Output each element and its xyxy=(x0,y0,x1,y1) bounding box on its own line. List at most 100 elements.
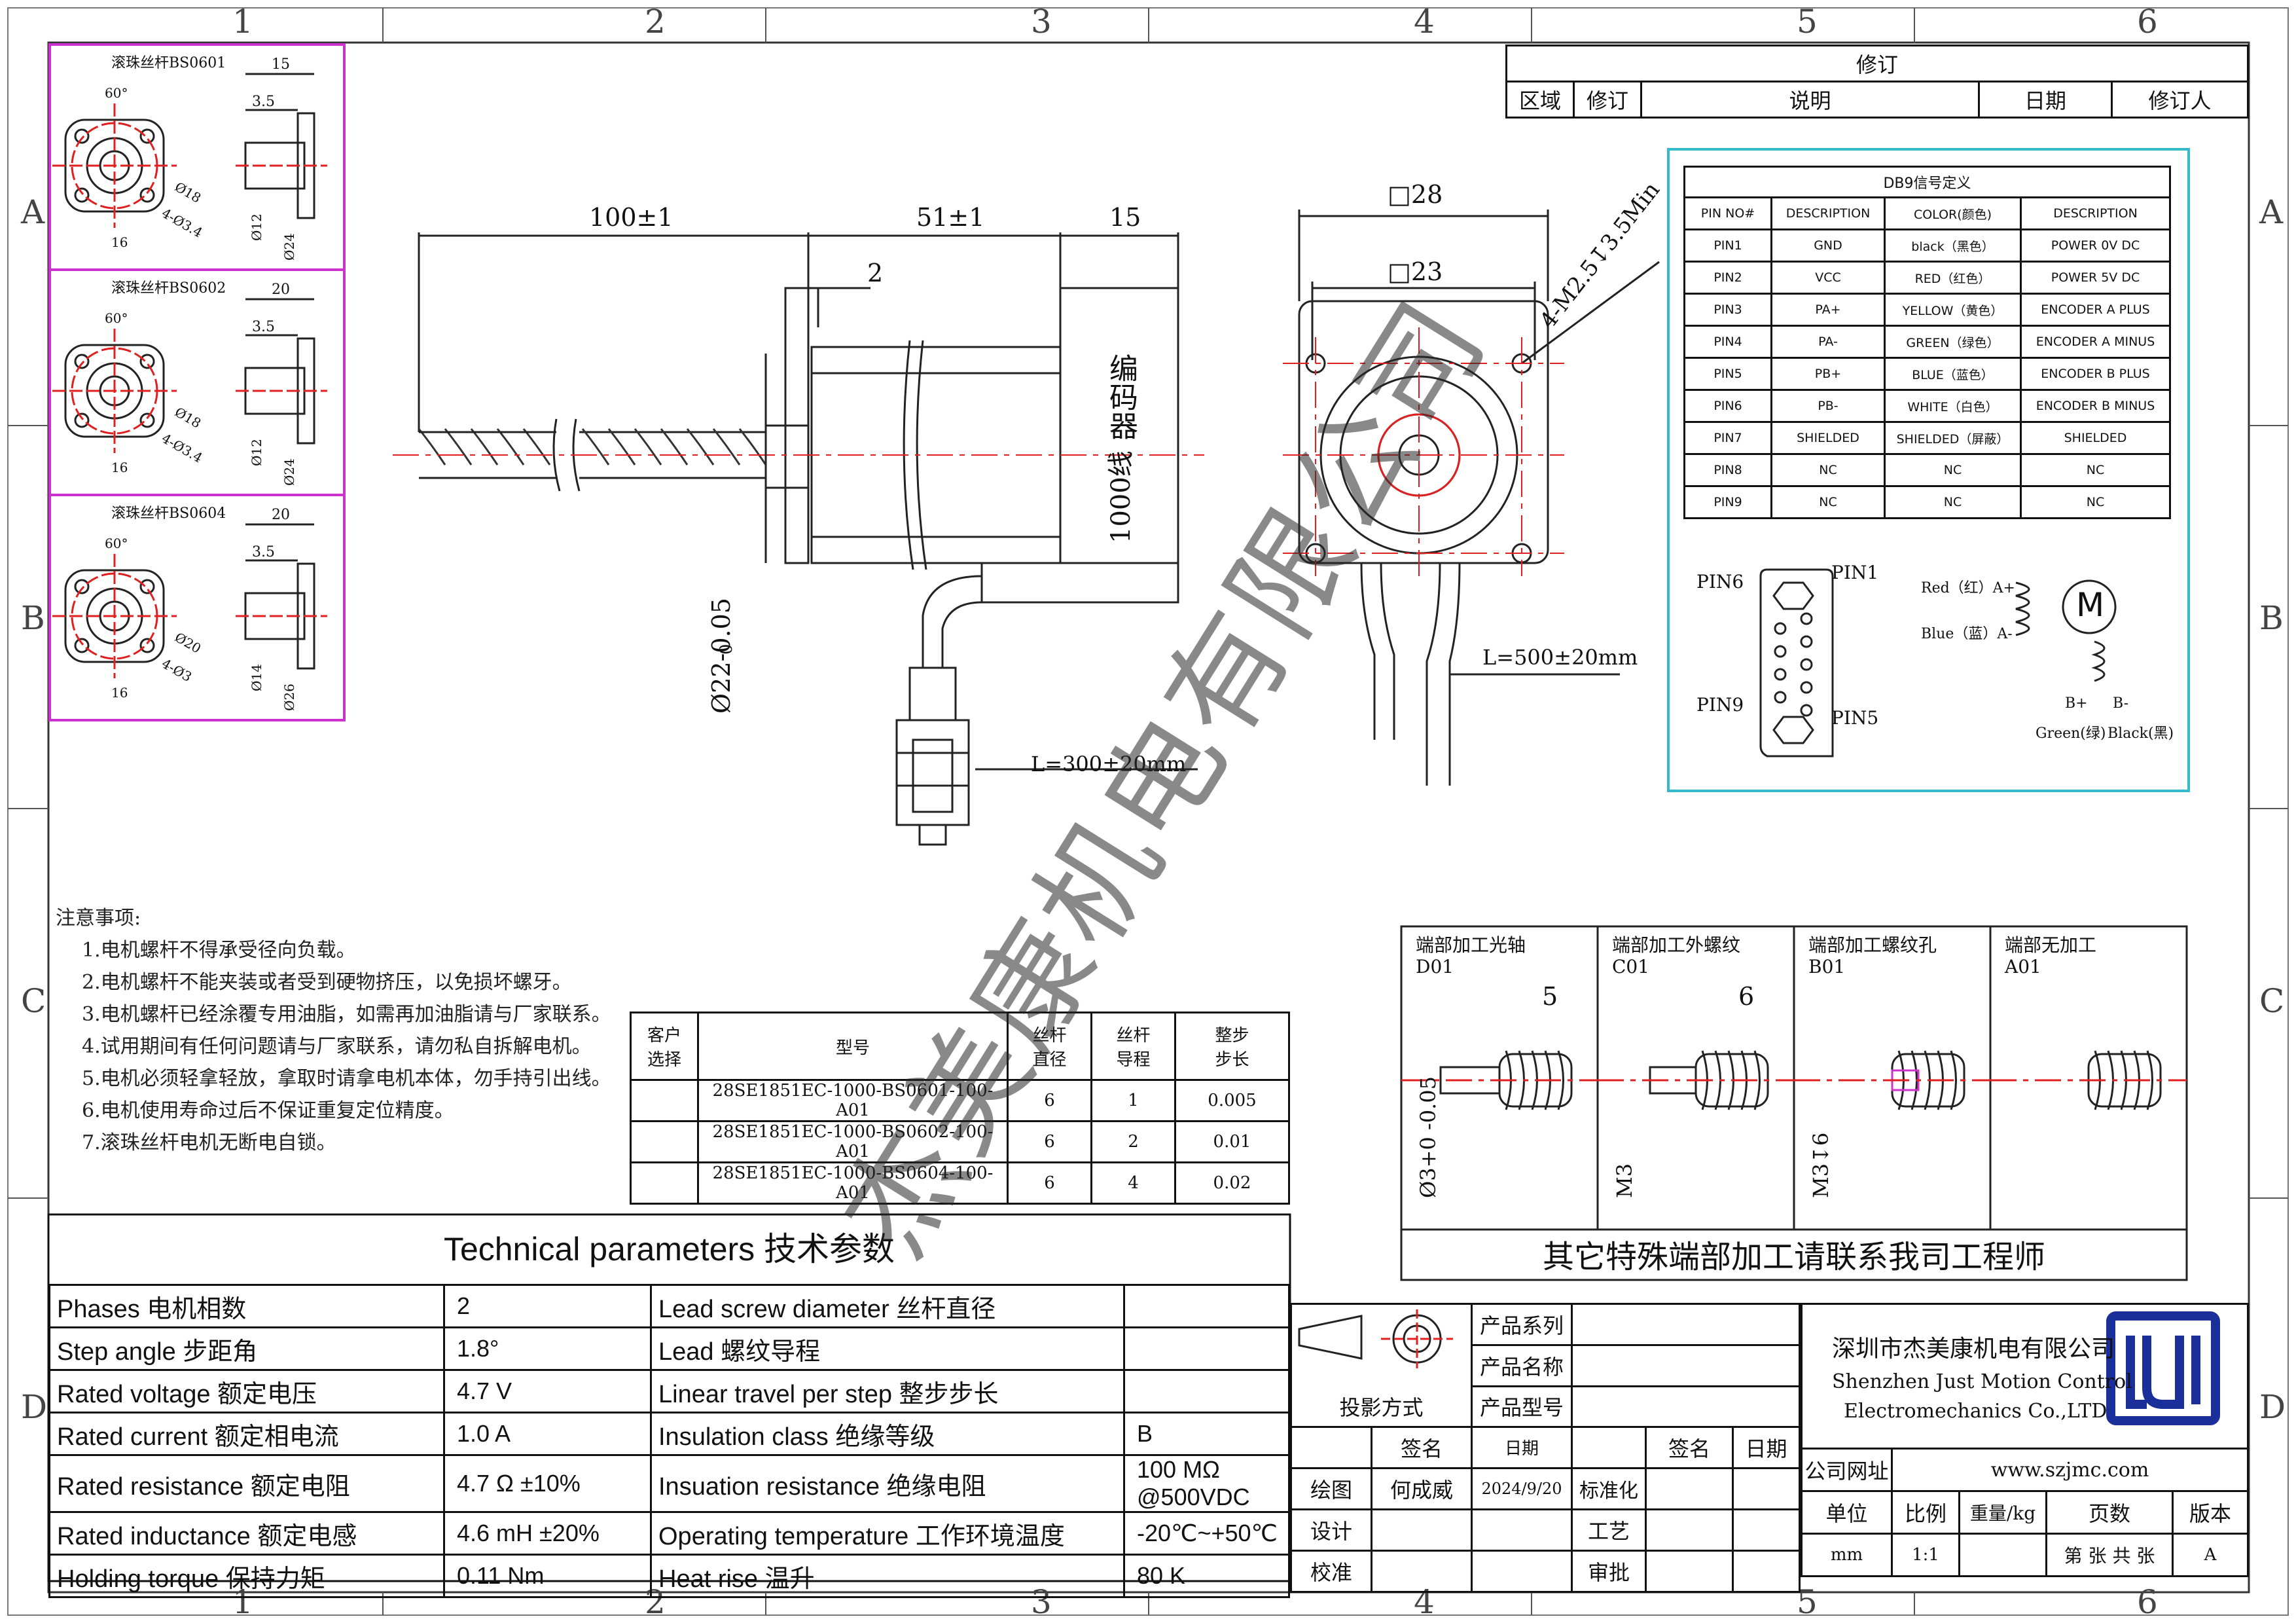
zone-row-a: A xyxy=(21,193,45,231)
tb-sign-label: 签名 xyxy=(1371,1425,1473,1469)
end-dim-length: 6 xyxy=(1738,982,1755,1011)
dim-shaft-diameter: Ø22-0.05 xyxy=(707,598,736,714)
model-header-model: 型号 xyxy=(697,1012,1009,1081)
model-select-checkbox[interactable] xyxy=(630,1161,699,1205)
model-select-checkbox[interactable] xyxy=(630,1120,699,1163)
encoder-lines: 1000线 xyxy=(1106,450,1136,543)
motor-blue-label: Blue（蓝）A- xyxy=(1921,626,2013,642)
tb-version-label: 版本 xyxy=(2172,1490,2249,1535)
zone-col-5: 5 xyxy=(1797,3,1818,41)
tb-draw-date: 2024/9/20 xyxy=(1471,1467,1573,1510)
variant-dim-shaft: Ø12 xyxy=(249,213,264,241)
db9-title: DB9信号定义 xyxy=(1683,166,2171,198)
db9-cell: SHIELDED xyxy=(2020,421,2171,455)
zone-ticks xyxy=(8,8,2288,1615)
db9-pinout-drawing xyxy=(1759,568,2117,757)
end-type-title: 端部加工光轴 xyxy=(1416,934,1526,956)
tb-scale-label: 比例 xyxy=(1891,1490,1960,1535)
db9-pin6-label: PIN6 xyxy=(1696,571,1744,593)
tech-param-value: 1.0 A xyxy=(443,1412,652,1456)
end-type-code: A01 xyxy=(2005,956,2041,977)
tech-param-value: 4.6 mH ±20% xyxy=(443,1511,652,1556)
tech-param-label: Rated voltage 额定电压 xyxy=(48,1369,445,1413)
variant-drawings xyxy=(52,73,327,678)
variant-flange-hole xyxy=(139,128,155,144)
encoder-label: 编码器 xyxy=(1104,354,1138,440)
variant-dim-shaft: Ø14 xyxy=(249,664,264,691)
db9-cell: NC xyxy=(1770,485,1886,519)
model-table: 客户 选择 型号 丝杆 直径 丝杆 导程 整步 步长 28SE1851EC-10… xyxy=(630,1012,1290,1205)
zone-row-d-right: D xyxy=(2259,1388,2286,1426)
model-cell: 28SE1851EC-1000-BS0601-100-A01 xyxy=(697,1079,1009,1122)
db9-pin9-label: PIN9 xyxy=(1696,694,1744,716)
db9-cell: PIN9 xyxy=(1683,485,1772,519)
db9-cell: PIN2 xyxy=(1683,261,1772,295)
tb-projection-label: 投影方式 xyxy=(1290,1386,1473,1428)
side-view-drawing xyxy=(393,232,1204,846)
zone-col-1: 1 xyxy=(232,3,253,41)
db9-cell: YELLOW（黄色） xyxy=(1884,293,2022,327)
tb-check-label: 校准 xyxy=(1290,1549,1372,1593)
variant-dim-length: 20 xyxy=(272,282,290,298)
db9-cell: PIN6 xyxy=(1683,389,1772,423)
model-select-checkbox[interactable] xyxy=(630,1079,699,1122)
tech-param-value: 80 K xyxy=(1123,1554,1290,1598)
tb-pages-label: 页数 xyxy=(2045,1490,2174,1535)
variant-dim-flange-dia: Ø24 xyxy=(281,233,297,261)
zone-row-a-right: A xyxy=(2259,193,2284,231)
db9-cell: NC xyxy=(1884,453,2022,487)
end-screw-thread-line xyxy=(1950,1050,1957,1110)
db9-cell: PIN1 xyxy=(1683,228,1772,263)
end-screw-thread-line xyxy=(1753,1050,1761,1110)
db9-cell: VCC xyxy=(1770,261,1886,295)
title-block-left: 产品系列 产品名称 投影方式 产品型号 签名 日期 签名 日期 绘图 何成威 2… xyxy=(1290,1303,1801,1593)
variant-dim-flange: 3.5 xyxy=(252,94,275,110)
model-cell: 6 xyxy=(1007,1120,1092,1163)
db9-cell: black（黑色） xyxy=(1884,228,2022,263)
model-header-step: 整步 步长 xyxy=(1174,1012,1290,1081)
tb-product-series-label: 产品系列 xyxy=(1471,1303,1573,1346)
variant-dim-flange-dia: Ø26 xyxy=(281,684,297,711)
tb-standard-label: 标准化 xyxy=(1571,1467,1647,1510)
tb-product-name-label: 产品名称 xyxy=(1471,1344,1573,1387)
notes: 注意事项: 1.电机螺杆不得承受径向负载。2.电机螺杆不能夹装或者受到硬物挤压，… xyxy=(56,902,611,1159)
db9-table: DB9信号定义 PIN NO# DESCRIPTION COLOR(颜色) DE… xyxy=(1683,166,2171,519)
variant-dim-angle: 60° xyxy=(105,310,128,326)
tech-param-label: Lead screw diameter 丝杆直径 xyxy=(650,1284,1125,1328)
motor-green-label: Green(绿) xyxy=(2036,725,2106,742)
zone-row-c-right: C xyxy=(2259,982,2285,1020)
db9-cell: PIN7 xyxy=(1683,421,1772,455)
front-view-centerlines xyxy=(1283,327,1564,583)
tb-product-model-label: 产品型号 xyxy=(1471,1385,1573,1428)
variant-dim-length: 15 xyxy=(272,56,290,73)
model-cell: 6 xyxy=(1007,1079,1092,1122)
db9-box xyxy=(1667,148,2190,792)
tb-unit-value: mm xyxy=(1801,1533,1893,1577)
tb-design-label: 设计 xyxy=(1290,1508,1372,1552)
tech-param-value xyxy=(1123,1284,1290,1328)
zone-row-c: C xyxy=(21,982,46,1020)
dim-inner-square: □23 xyxy=(1388,257,1443,286)
variant-dim-angle: 60° xyxy=(105,85,128,101)
motor-black-label: Black(黑) xyxy=(2108,725,2174,742)
tech-param-label: Step angle 步距角 xyxy=(48,1326,445,1371)
note-item: 2.电机螺杆不能夹装或者受到硬物挤压，以免损坏螺牙。 xyxy=(82,971,572,994)
end-dim-diameter: Ø3+0 -0.05 xyxy=(1416,1076,1441,1198)
end-type-code: C01 xyxy=(1612,956,1650,977)
rev-header-desc: 说明 xyxy=(1640,81,1980,119)
ends-drawings xyxy=(1401,1050,2187,1110)
db9-cell: POWER 5V DC xyxy=(2020,261,2171,295)
variant-dim-flange: 3.5 xyxy=(252,319,275,335)
tb-version-value: A xyxy=(2172,1533,2249,1577)
model-cell: 4 xyxy=(1090,1161,1176,1205)
tb-draw-label: 绘图 xyxy=(1290,1467,1372,1510)
